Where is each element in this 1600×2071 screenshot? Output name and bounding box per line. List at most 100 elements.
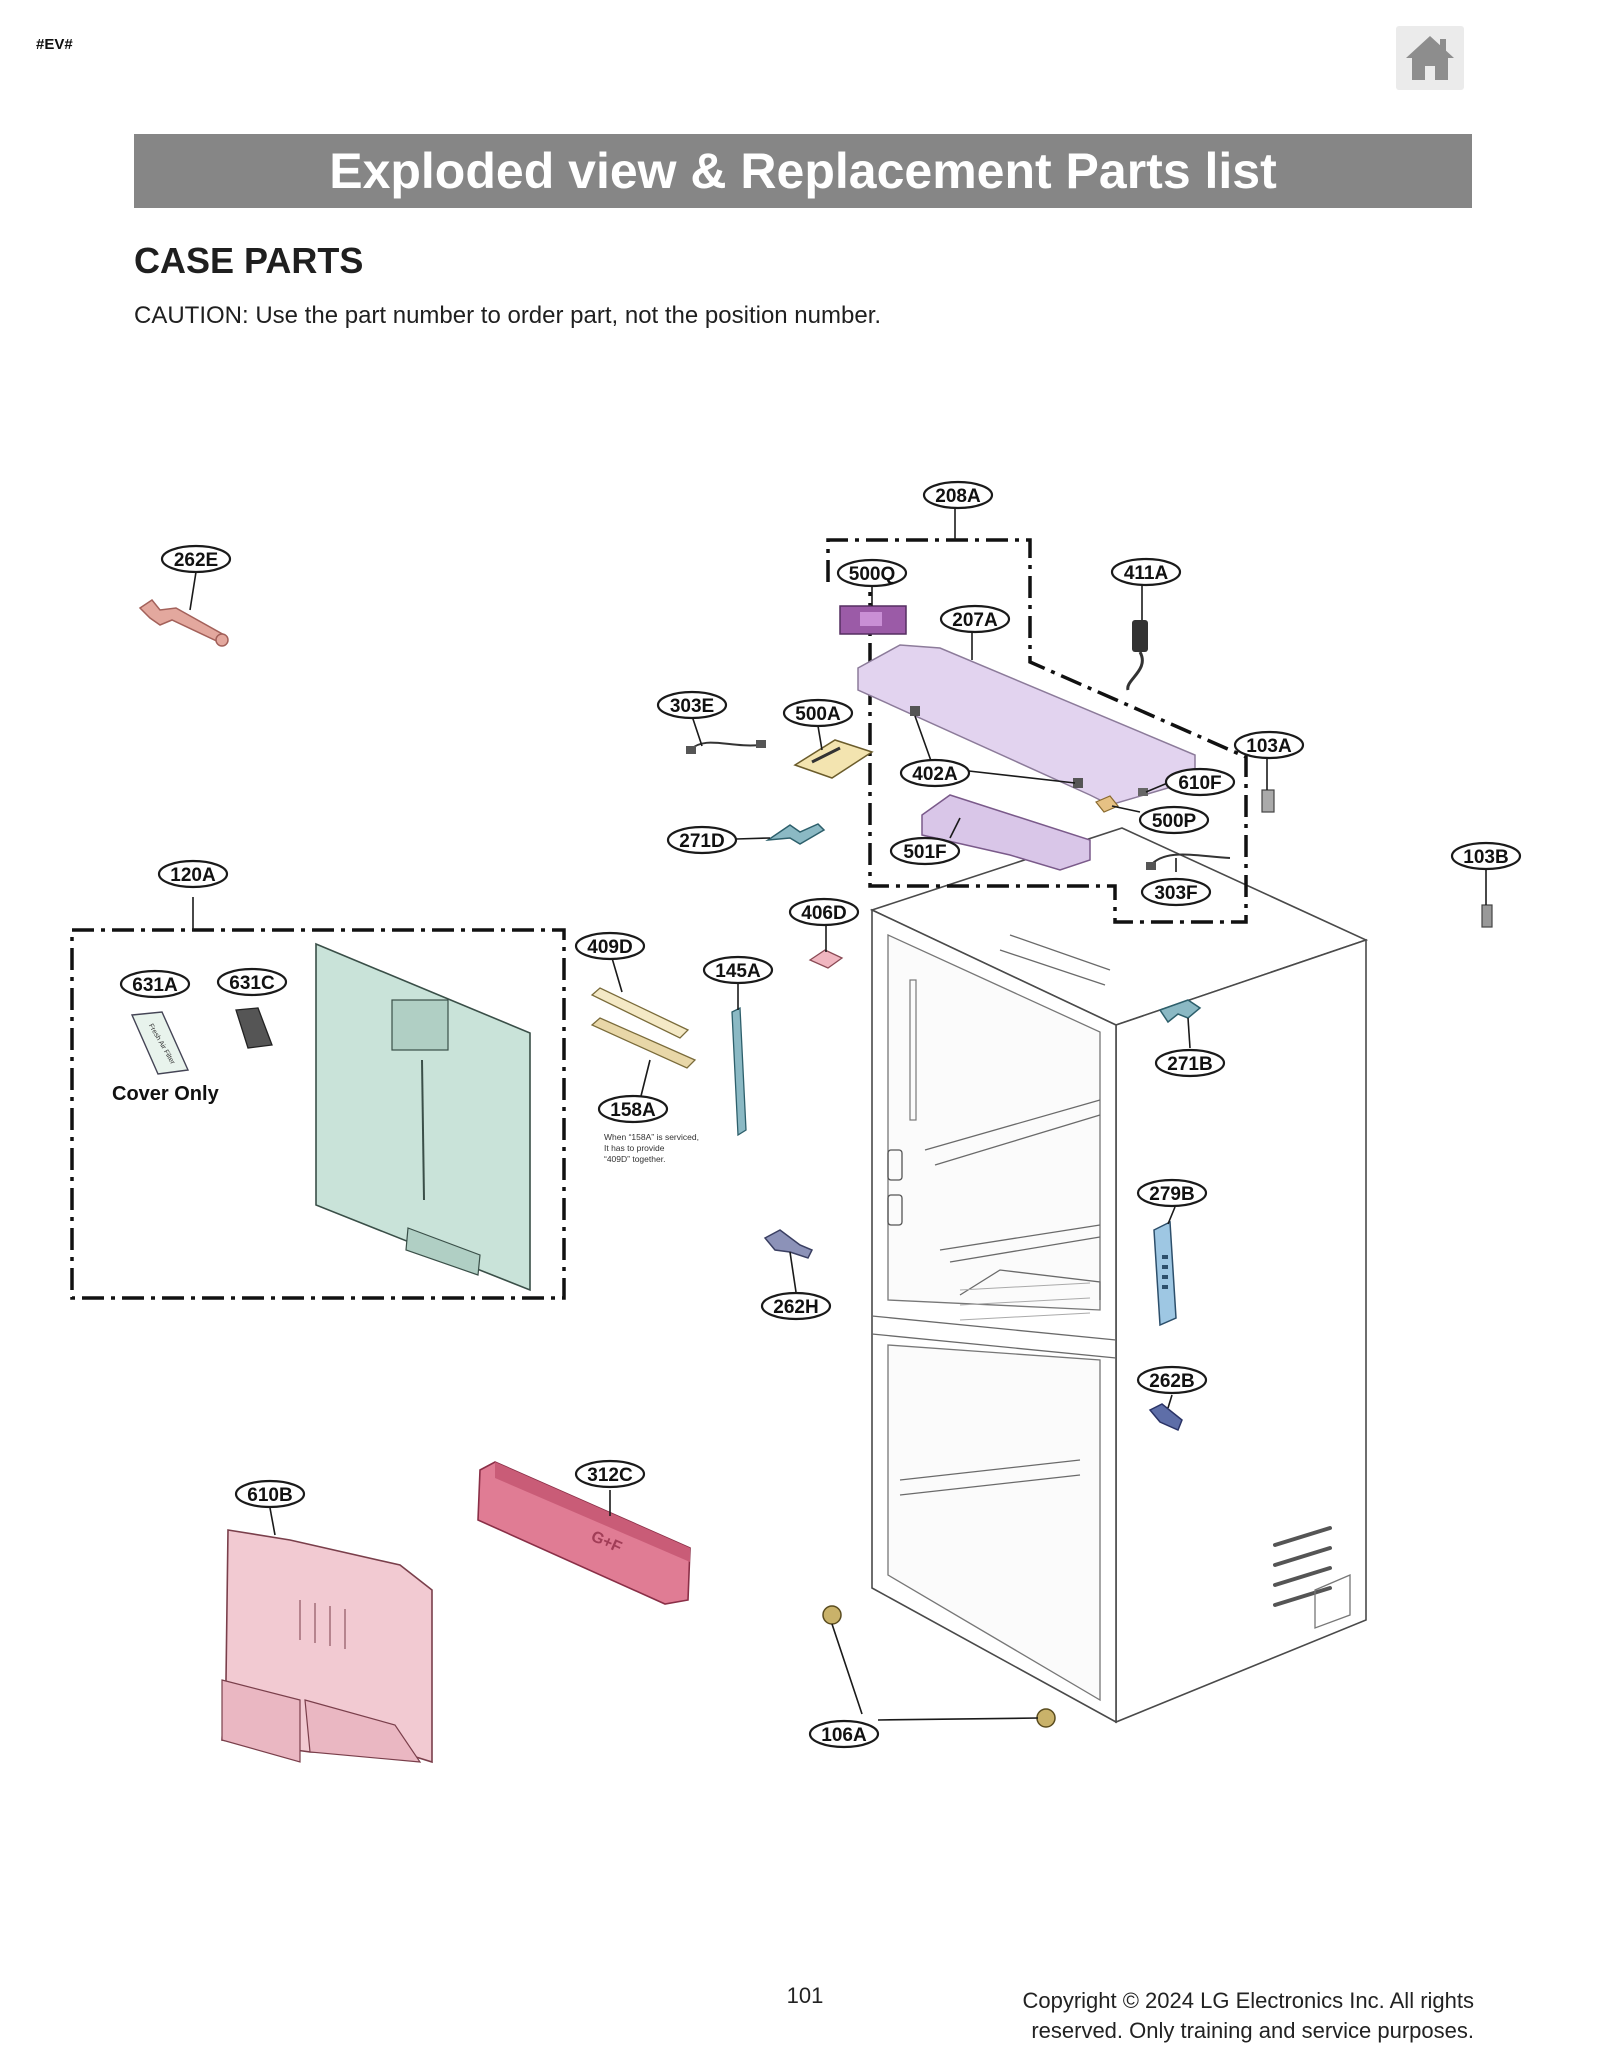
svg-text:312C: 312C [587, 1465, 633, 1486]
svg-text:501F: 501F [903, 842, 946, 863]
svg-text:610B: 610B [247, 1485, 292, 1506]
svg-text:500Q: 500Q [849, 564, 895, 585]
svg-text:“409D” together.: “409D” together. [604, 1154, 665, 1164]
part-500P-sensor [1095, 795, 1119, 813]
svg-text:500A: 500A [795, 704, 841, 725]
part-409D-strip [590, 987, 690, 1039]
part-158A-strip [590, 1017, 697, 1069]
part-103A-bracket [1261, 789, 1275, 813]
callout-158A: 158A [597, 1094, 669, 1124]
part-411A-cord [1126, 620, 1148, 691]
part-262H-hinge [763, 1229, 814, 1259]
svg-text:500P: 500P [1152, 811, 1197, 832]
svg-text:610F: 610F [1178, 773, 1221, 794]
svg-text:631C: 631C [229, 973, 275, 994]
callout-406D: 406D [788, 897, 860, 927]
svg-text:411A: 411A [1124, 563, 1169, 584]
part-631A-filter-cover: Fresh Air Filter [130, 1011, 190, 1075]
callout-501F: 501F [889, 836, 961, 866]
part-271D-hinge [765, 823, 826, 845]
callout-500A: 500A [782, 698, 854, 728]
part-303E-wire [686, 740, 766, 754]
svg-text:158A: 158A [610, 1100, 656, 1121]
part-406D-clip [808, 949, 844, 969]
svg-text:271B: 271B [1167, 1054, 1212, 1075]
callout-103A: 103A [1233, 730, 1305, 760]
callout-303E: 303E [656, 690, 728, 720]
svg-text:271D: 271D [679, 831, 724, 852]
callout-271B: 271B [1154, 1048, 1226, 1078]
svg-text:631A: 631A [132, 975, 178, 996]
part-631C-filter [235, 1007, 273, 1049]
svg-text:106A: 106A [821, 1725, 867, 1746]
part-610B-duct [221, 1529, 433, 1764]
callout-402A: 402A [899, 758, 971, 788]
callout-208A: 208A [922, 480, 994, 510]
callout-631A: 631A [119, 969, 191, 999]
part-610F-clip [1138, 788, 1148, 796]
svg-text:103A: 103A [1246, 736, 1292, 757]
svg-text:120A: 120A [170, 865, 216, 886]
leader-lines [189, 507, 1487, 1721]
document-marker: #EV# [36, 36, 73, 53]
callout-145A: 145A [702, 955, 774, 985]
callout-271D: 271D [666, 825, 738, 855]
callout-610F: 610F [1164, 767, 1236, 797]
refrigerator-cabinet [869, 827, 1369, 1724]
copyright-line-2: reserved. Only training and service purp… [1031, 2018, 1474, 2043]
callout-610B: 610B [234, 1479, 306, 1509]
svg-text:402A: 402A [912, 764, 958, 785]
svg-text:262E: 262E [174, 550, 218, 571]
svg-text:262H: 262H [773, 1297, 818, 1318]
svg-text:303E: 303E [670, 696, 714, 717]
callout-120A: 120A [157, 859, 229, 889]
cover-only-label: Cover Only [112, 1083, 220, 1105]
callout-262B: 262B [1136, 1365, 1208, 1395]
svg-text:103B: 103B [1463, 847, 1508, 868]
page-number: 101 [786, 1983, 824, 2008]
part-103B-bracket [1481, 904, 1493, 928]
svg-text:303F: 303F [1154, 883, 1197, 904]
callout-312C: 312C [574, 1459, 646, 1489]
svg-text:406D: 406D [801, 903, 846, 924]
note-158A: When “158A” is serviced, It has to provi… [604, 1132, 699, 1164]
home-icon [1406, 36, 1454, 80]
copyright-line-1: Copyright © 2024 LG Electronics Inc. All… [1022, 1988, 1474, 2013]
callout-303F: 303F [1140, 877, 1212, 907]
svg-text:207A: 207A [952, 610, 998, 631]
svg-text:It has to provide: It has to provide [604, 1143, 665, 1153]
part-500Q-board [839, 605, 907, 635]
group-120A-outline [70, 928, 566, 1300]
svg-text:262B: 262B [1149, 1371, 1194, 1392]
svg-text:145A: 145A [715, 961, 761, 982]
group-208A-outline [826, 538, 1248, 924]
callout-106A: 106A [808, 1719, 880, 1749]
part-145A-bar [731, 1006, 747, 1137]
callout-409D: 409D [574, 931, 646, 961]
part-303F-wire [1146, 853, 1231, 870]
part-262E-wrench [138, 598, 229, 647]
svg-text:When “158A” is serviced,: When “158A” is serviced, [604, 1132, 699, 1142]
copyright-notice: Copyright © 2024 LG Electronics Inc. All… [1022, 1986, 1474, 2046]
part-279B-panel [1153, 1220, 1177, 1327]
callout-631C: 631C [216, 967, 288, 997]
exploded-view-diagram: Fresh Air Filter G+F [70, 480, 1522, 1764]
caution-note: CAUTION: Use the part number to order pa… [134, 302, 882, 329]
part-312C-bin: G+F [477, 1461, 691, 1605]
part-120A-panel [315, 942, 531, 1292]
svg-text:409D: 409D [587, 937, 632, 958]
section-title: CASE PARTS [134, 240, 364, 281]
callout-103B: 103B [1450, 841, 1522, 871]
home-button[interactable] [1396, 26, 1464, 90]
svg-text:208A: 208A [935, 486, 981, 507]
callout-262E: 262E [160, 544, 232, 574]
callout-500Q: 500Q [836, 558, 908, 588]
part-500A-pcb [793, 739, 874, 779]
callout-279B: 279B [1136, 1178, 1208, 1208]
callout-262H: 262H [760, 1291, 832, 1321]
callout-207A: 207A [939, 604, 1011, 634]
callout-411A: 411A [1110, 557, 1182, 587]
part-402A-sensor [910, 706, 1083, 788]
page-banner: Exploded view & Replacement Parts list [134, 134, 1472, 208]
svg-text:279B: 279B [1149, 1184, 1194, 1205]
